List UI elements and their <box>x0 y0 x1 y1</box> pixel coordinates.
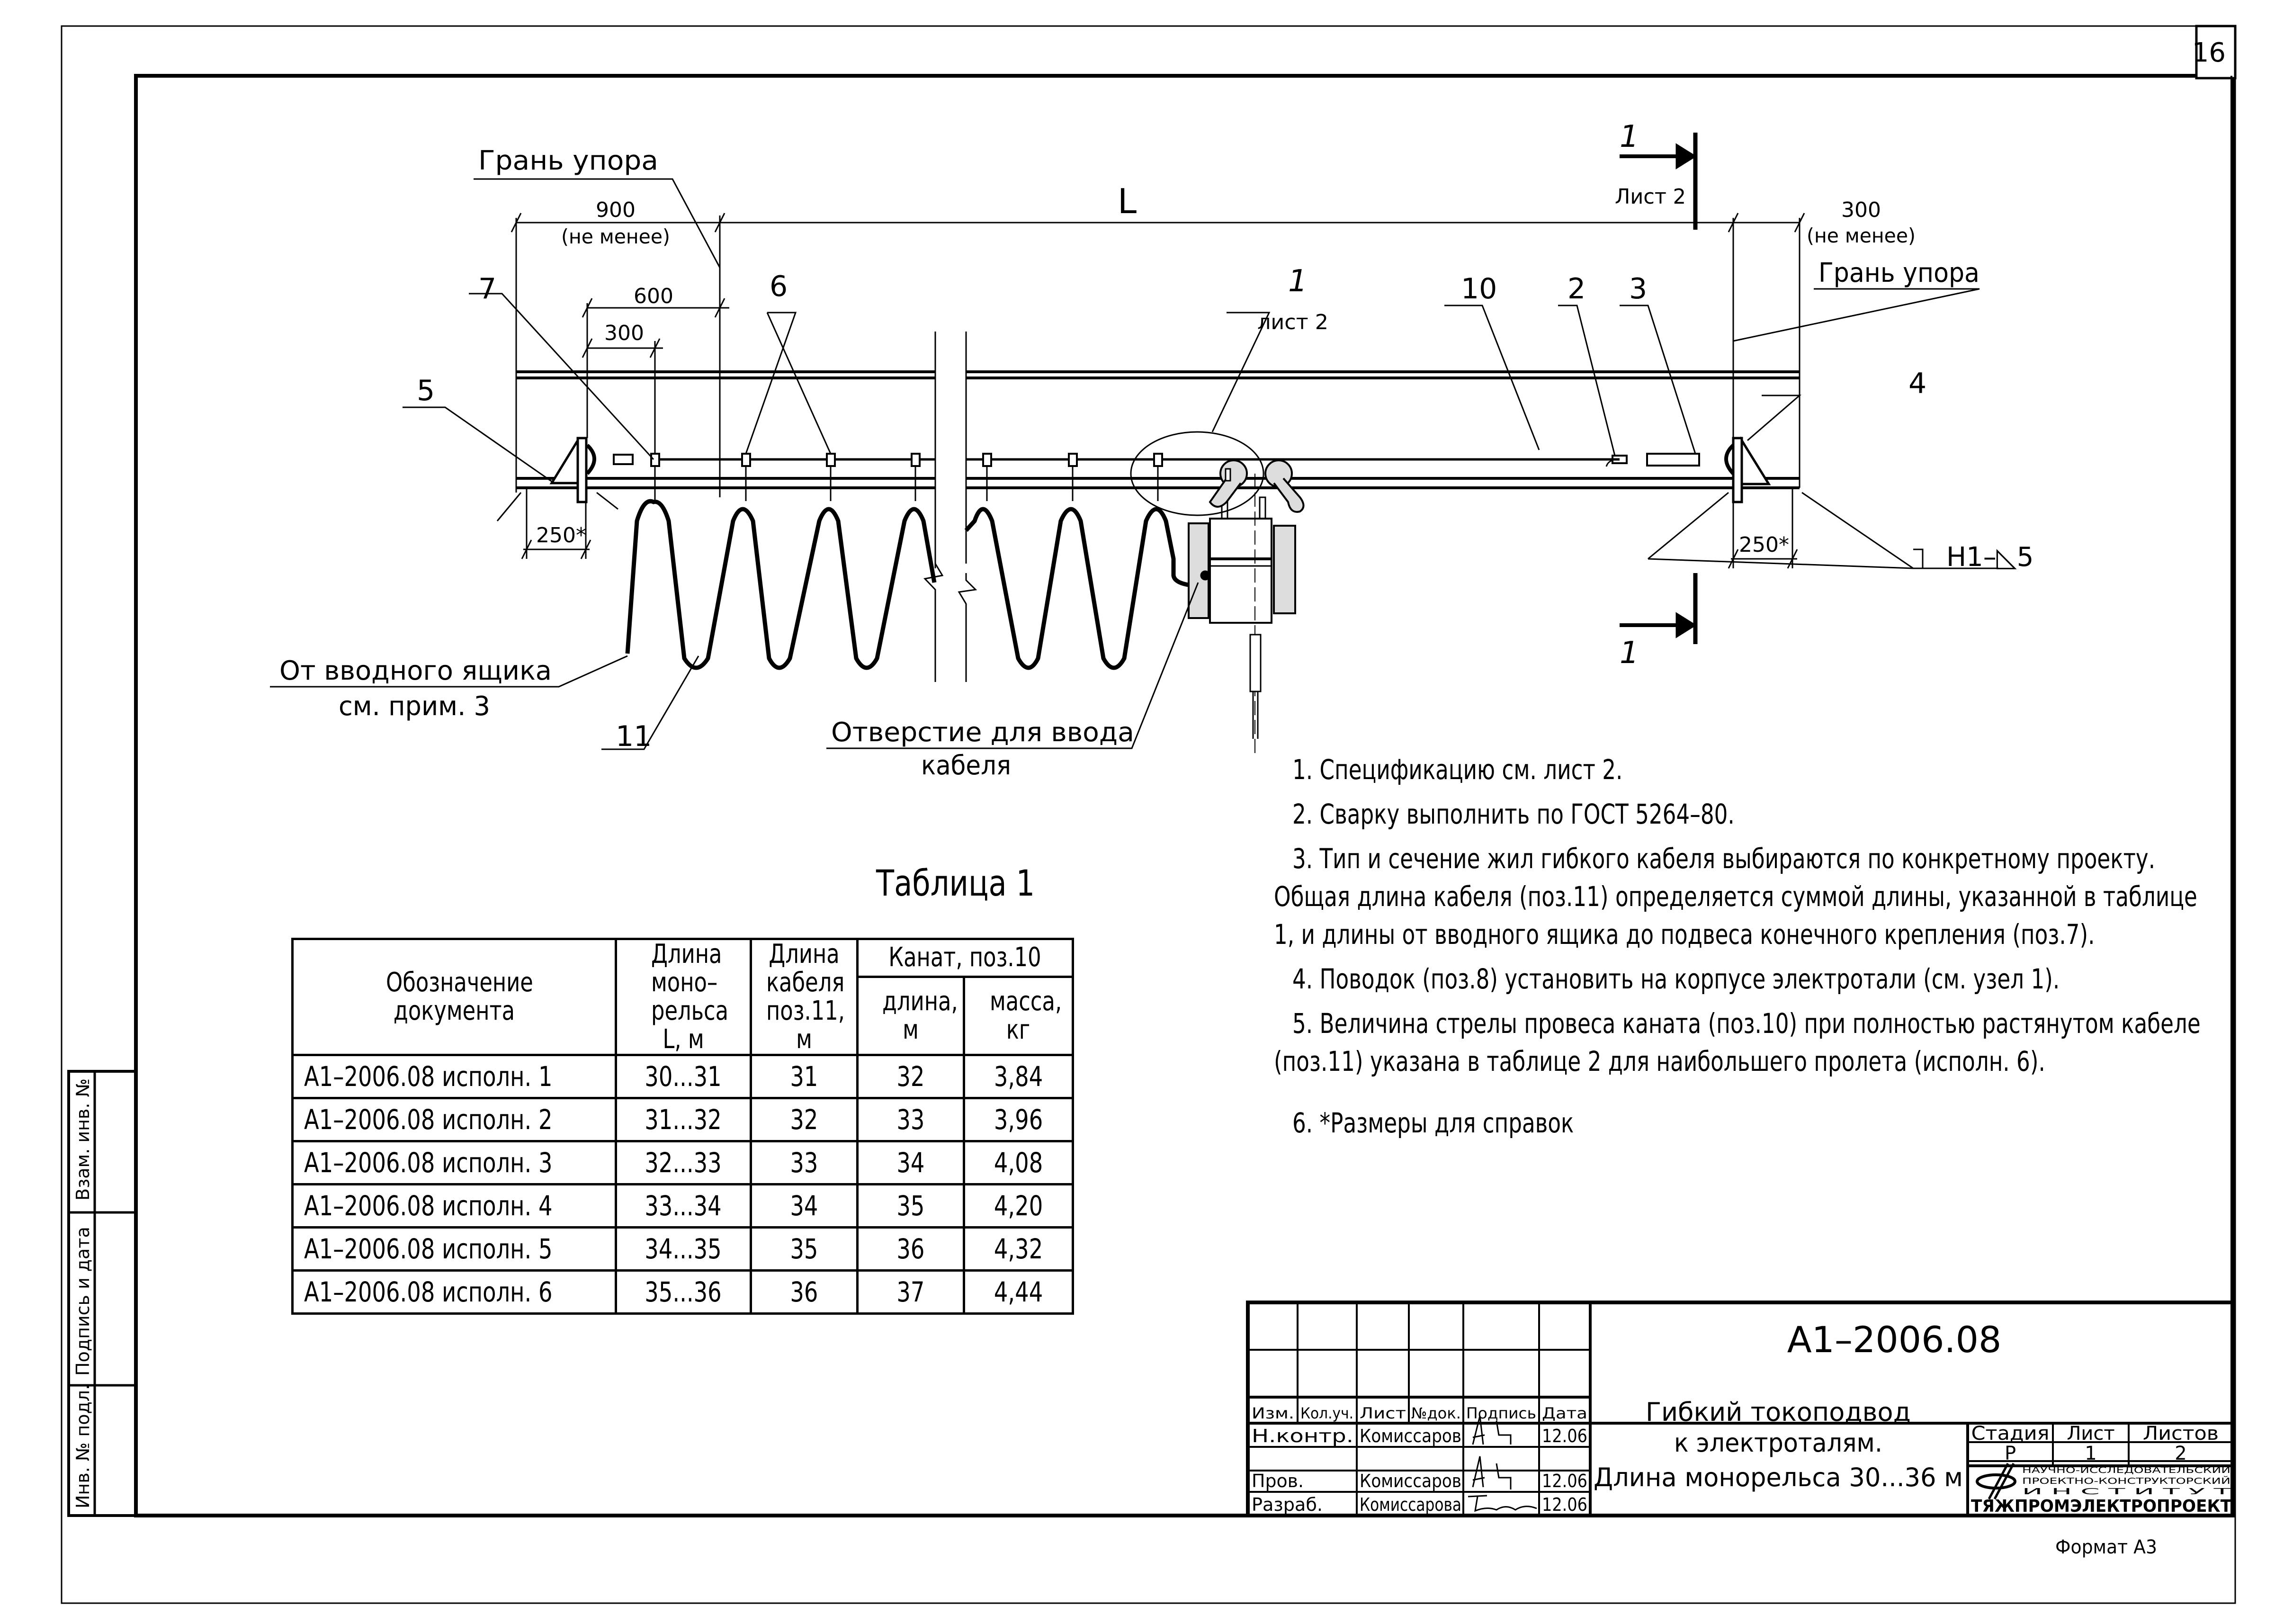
callout-3: 3 <box>1629 272 1647 305</box>
table-1-title: Таблица 1 <box>876 862 1035 904</box>
node-mark: 1 <box>1288 264 1308 299</box>
date-checked: 12.06 <box>1542 1471 1587 1491</box>
header-rail-length: Длина моно–рельса L, м <box>614 938 752 1056</box>
dim-600: 600 <box>634 284 673 308</box>
sheets-value: 2 <box>2175 1443 2186 1464</box>
signature-marks <box>1468 1416 1537 1512</box>
stage-value: Р <box>2005 1443 2016 1464</box>
dim-300-right-note: (не менее) <box>1807 224 1916 247</box>
title-line-2: к электроталям. <box>1674 1428 1882 1458</box>
callout-11: 11 <box>616 720 652 753</box>
label-face-stop-right: Грань упора <box>1818 258 1980 288</box>
role-checked: Пров. <box>1252 1471 1304 1491</box>
header-doc: Обозначение документа <box>291 938 617 1056</box>
dim-900: 900 <box>596 198 636 222</box>
col-header-date: Дата <box>1542 1404 1587 1422</box>
dim-L: L <box>1118 181 1137 221</box>
sheets-header: Листов <box>2143 1423 2219 1445</box>
festoon-cable <box>625 499 937 670</box>
col-header-docnum: №док. <box>1411 1404 1461 1422</box>
org-line-2: ПРОЕКТНО-КОНСТРУКТОРСКИЙ <box>2022 1476 2230 1486</box>
table-row: А1–2006.08 исполн. 1 30...31 31 32 3,84 <box>291 1054 1074 1099</box>
label-face-stop-left: Грань упора <box>478 145 658 176</box>
side-stamp-replace-inv: Взам. инв. № <box>72 1078 93 1201</box>
note-3: 3. Тип и сечение жил гибкого кабеля выби… <box>1274 843 2197 951</box>
section-mark-top: 1 <box>1620 119 1639 154</box>
role-norm-control: Н.контр. <box>1252 1426 1353 1446</box>
callout-10: 10 <box>1461 272 1497 305</box>
side-stamp: Взам. инв. № Подпись и дата Инв. № подл. <box>67 1070 137 1517</box>
role-developed: Разраб. <box>1252 1494 1323 1515</box>
note-6: 6. *Размеры для справок <box>1292 1107 1574 1139</box>
date-developed: 12.06 <box>1542 1494 1587 1515</box>
table-row: А1–2006.08 исполн. 3 32...33 33 34 4,08 <box>291 1140 1074 1185</box>
label-from-input-box-note: см. прим. 3 <box>339 691 490 722</box>
drawing-annotations: Грань упора 900 (не менее) L 600 300 250… <box>279 119 2033 781</box>
sheet-value: 1 <box>2085 1443 2096 1464</box>
note-1: 1. Спецификацию см. лист 2. <box>1292 754 1623 786</box>
name-developed: Комиссарова <box>1360 1494 1461 1515</box>
table-row: А1–2006.08 исполн. 5 34...35 35 36 4,32 <box>291 1226 1074 1272</box>
header-rope-mass: масса, кг <box>962 975 1074 1057</box>
org-name: ТЯЖПРОМЭЛЕКТРОПРОЕКТ <box>1971 1497 2231 1516</box>
note-5: 5. Величина стрелы провеса каната (поз.1… <box>1274 1007 2201 1077</box>
org-logo-icon <box>1976 1462 2016 1500</box>
section-sheet-label: Лист 2 <box>1615 185 1686 209</box>
dim-250-left: 250* <box>536 523 586 547</box>
callout-2: 2 <box>1567 272 1585 305</box>
node-sheet-label: лист 2 <box>1257 310 1328 334</box>
name-norm-control: Комиссаров <box>1360 1426 1461 1446</box>
sheet-header: Лист <box>2067 1423 2114 1445</box>
dim-300-right: 300 <box>1841 198 1881 222</box>
title-block-text: А1–2006.08 Изм. Кол.уч. Лист №док. Подпи… <box>1252 1319 2232 1558</box>
table-row: А1–2006.08 исполн. 6 35...36 36 37 4,44 <box>291 1269 1074 1315</box>
table-row: А1–2006.08 исполн. 4 33...34 34 35 4,20 <box>291 1183 1074 1229</box>
dim-300-left: 300 <box>604 321 644 345</box>
callout-5: 5 <box>417 374 435 407</box>
section-mark-bottom: 1 <box>1620 636 1639 671</box>
label-from-input-box: От вводного ящика <box>279 655 552 686</box>
title-line-3: Длина монорельса 30...36 м <box>1594 1462 1963 1492</box>
monorail-assembly <box>515 332 1800 758</box>
col-header-sheet: Лист <box>1360 1404 1406 1422</box>
table-1: Обозначение документа Длина моно–рельса … <box>291 938 1074 1315</box>
side-stamp-signature-date: Подпись и дата <box>72 1227 93 1376</box>
org-line-3: И Н С Т И Т У Т <box>2022 1487 2232 1497</box>
side-stamp-inv-orig: Инв. № подл. <box>72 1384 93 1508</box>
electric-hoist <box>1188 459 1305 758</box>
label-cable-hole-2: кабеля <box>921 750 1011 781</box>
note-2: 2. Сварку выполнить по ГОСТ 5264–80. <box>1292 798 1735 830</box>
date-norm-control: 12.06 <box>1542 1426 1587 1446</box>
format-label: Формат А3 <box>2055 1536 2157 1558</box>
callout-7: 7 <box>478 272 496 305</box>
label-cable-hole: Отверстие для ввода <box>831 717 1134 748</box>
weld-symbol: Н1–◺5 <box>1946 542 2033 573</box>
header-rope-length: длина, м <box>856 975 965 1057</box>
callout-4: 4 <box>1908 367 1926 400</box>
stage-header: Стадия <box>1971 1423 2050 1445</box>
callout-6: 6 <box>770 270 788 303</box>
org-line-1: НАУЧНО-ИССЛЕДОВАТЕЛЬСКИЙ <box>2022 1465 2230 1475</box>
doc-code: А1–2006.08 <box>1787 1319 2002 1361</box>
col-header-qty: Кол.уч. <box>1300 1404 1353 1422</box>
drawing-frame <box>134 74 2236 1517</box>
table-row: А1–2006.08 исполн. 2 31...32 32 33 3,96 <box>291 1097 1074 1142</box>
page-number: 16 <box>2192 37 2226 68</box>
dim-250-right: 250* <box>1739 533 1789 557</box>
name-checked: Комиссаров <box>1360 1471 1461 1491</box>
title-line-1: Гибкий токоподвод <box>1646 1397 1911 1427</box>
node-1-outline <box>1130 431 1264 516</box>
title-block <box>1246 1301 2236 1517</box>
note-4: 4. Поводок (поз.8) установить на корпусе… <box>1292 963 2060 995</box>
header-cable-length: Длина кабеля поз.11, м <box>749 938 859 1056</box>
page-number-box <box>2195 25 2237 80</box>
header-rope-group: Канат, поз.10 <box>856 938 1074 978</box>
dim-900-note: (не менее) <box>561 225 670 248</box>
general-notes: 1. Спецификацию см. лист 2. 2. Сварку вы… <box>1274 751 2216 1148</box>
col-header-change: Изм. <box>1252 1404 1294 1422</box>
dimensions <box>270 133 1998 750</box>
col-header-signature: Подпись <box>1466 1404 1536 1422</box>
